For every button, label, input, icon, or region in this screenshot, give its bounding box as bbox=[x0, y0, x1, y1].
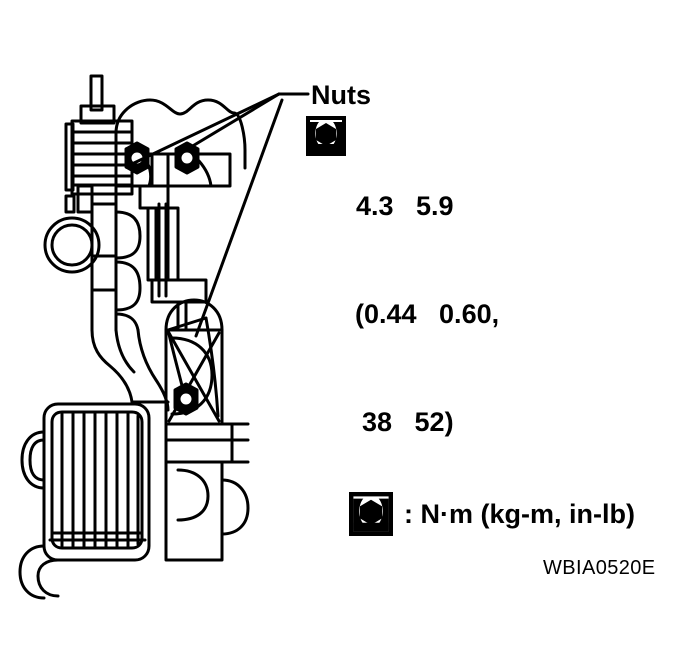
right-side-bushing bbox=[220, 478, 250, 536]
torque-spec-nm: 4.3 5.9 bbox=[356, 191, 454, 221]
callout-label-nuts: Nuts bbox=[311, 80, 371, 110]
leader-to-nut-lower bbox=[194, 98, 284, 338]
figure-reference-code: WBIA0520E bbox=[543, 557, 656, 579]
pedal-bracket-skirt bbox=[90, 328, 170, 412]
lower-pivot-bushing bbox=[18, 544, 60, 600]
torque-spec-inlb: 38 52) bbox=[362, 407, 454, 437]
leader-to-nut-upper-left bbox=[132, 92, 281, 165]
torque-bolt-icon bbox=[349, 492, 393, 536]
pedal-pivot-bushing bbox=[43, 216, 101, 274]
booster-cap bbox=[79, 104, 116, 125]
lower-housing bbox=[164, 422, 234, 562]
leader-to-nut-upper-right bbox=[184, 92, 281, 152]
nuts-leader-lines bbox=[132, 92, 310, 338]
torque-spec-values: 4.3 5.9 (0.44 0.60, 38 52) bbox=[355, 116, 500, 512]
torque-spec-kgm: (0.44 0.60, bbox=[355, 299, 500, 329]
mounting-nut-lower bbox=[173, 382, 199, 416]
pedal-linkage-rods bbox=[157, 202, 168, 298]
torque-bolt-icon bbox=[306, 116, 346, 156]
pedal-pad-side-bushing bbox=[20, 430, 46, 490]
brake-pedal-pad bbox=[42, 402, 151, 562]
legend-units-text: : N·m (kg-m, in-lb) bbox=[404, 498, 635, 529]
torque-units-legend: : N·m (kg-m, in-lb) bbox=[349, 492, 635, 536]
mounting-nut-upper-right bbox=[174, 141, 200, 175]
housing-detail-lines bbox=[220, 422, 250, 464]
push-rod bbox=[89, 74, 104, 112]
